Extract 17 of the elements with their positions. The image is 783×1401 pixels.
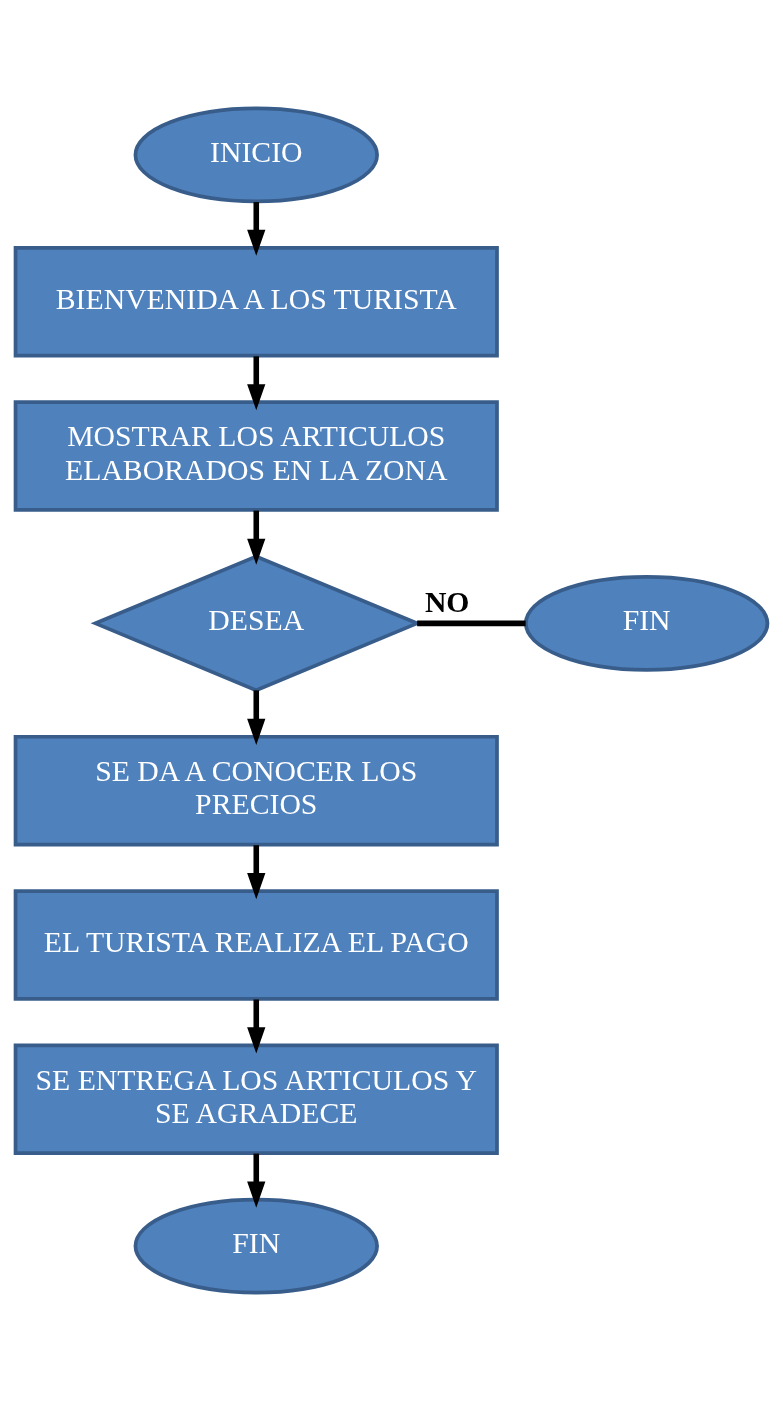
node-ellipse: INICIO xyxy=(133,106,379,204)
arrow xyxy=(247,845,266,900)
node-box: BIENVENIDA A LOS TURISTA xyxy=(13,246,499,358)
arrow xyxy=(247,999,266,1054)
arrow xyxy=(247,356,266,411)
arrow xyxy=(247,202,266,256)
node-ellipse: FIN xyxy=(523,575,770,672)
node-box: SE DA A CONOCER LOS PRECIOS xyxy=(13,734,499,847)
arrow xyxy=(247,690,266,745)
node-box: MOSTRAR LOS ARTICULOS ELABORADOS EN LA ZONA xyxy=(13,400,499,512)
node-box: EL TURISTA REALIZA EL PAGO xyxy=(13,889,499,1001)
edge-label: NO xyxy=(424,584,470,618)
connector xyxy=(417,620,526,627)
node-ellipse: FIN xyxy=(133,1197,379,1295)
node-box: SE ENTREGA LOS ARTICULOS Y SE AGRADECE xyxy=(13,1043,499,1155)
arrow xyxy=(247,510,266,565)
arrow xyxy=(247,1153,266,1208)
